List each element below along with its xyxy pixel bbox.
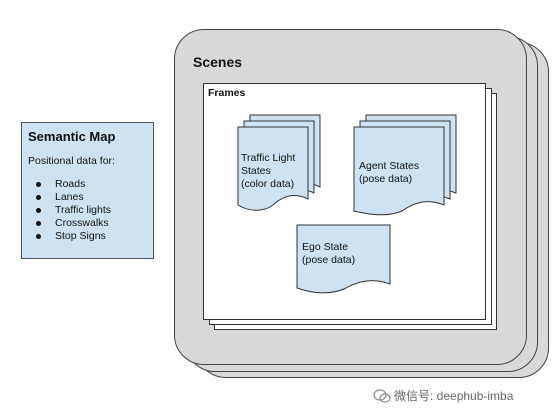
semantic-map-title: Semantic Map: [28, 129, 116, 144]
semantic-map-list: Roads Lanes Traffic lights Crosswalks St…: [28, 178, 153, 243]
list-item: Lanes: [28, 191, 153, 204]
ego-state-doc: [296, 224, 391, 294]
watermark-text: 微信号: deephub-imba: [394, 389, 514, 403]
traffic-light-label: Traffic Light States (color data): [241, 152, 296, 190]
doc-page-front: [353, 126, 445, 216]
agent-states-doc: [353, 114, 457, 216]
traffic-light-states-doc: [237, 114, 321, 211]
semantic-map-subtitle: Positional data for:: [28, 155, 115, 167]
frames-title: Frames: [208, 87, 246, 99]
list-item: Crosswalks: [28, 217, 153, 230]
scenes-title: Scenes: [193, 54, 243, 70]
list-item: Roads: [28, 178, 153, 191]
list-item: Stop Signs: [28, 230, 153, 243]
agent-states-label: Agent States (pose data): [359, 160, 420, 185]
wechat-icon: [373, 389, 391, 403]
doc-page: [296, 224, 391, 294]
semantic-map-box: Semantic Map Positional data for: Roads …: [21, 122, 154, 259]
ego-state-label: Ego State (pose data): [302, 241, 356, 266]
list-item: Traffic lights: [28, 204, 153, 217]
doc-page-front: [237, 126, 309, 211]
